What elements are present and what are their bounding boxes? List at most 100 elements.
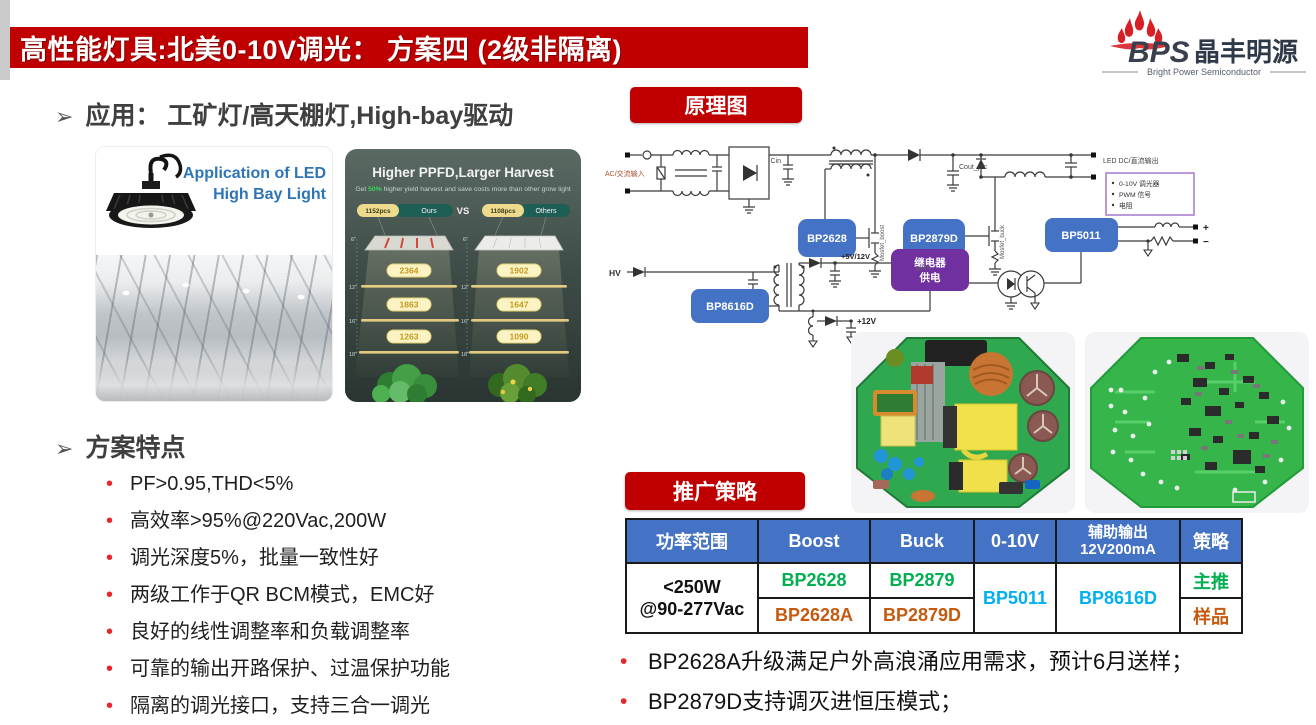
features-heading: ➢ 方案特点 [55,428,185,464]
svg-text:1647: 1647 [510,300,529,310]
grow-left-name: Ours [421,208,437,215]
highbay-lamp-panel: Application of LED High Bay Light [96,147,332,255]
label-mosfet-boost: Mosfet_boost [880,225,886,261]
application-heading-text: 应用： 工矿灯/高天棚灯,High-bay驱动 [85,102,514,130]
cell-aux-part: BP8616D [1055,562,1181,634]
cell-buck-main: BP2879 [869,562,975,599]
pcb-top-graphic [856,337,1070,508]
label-hv: HV [609,268,621,278]
arrow-bullet-icon: ➢ [55,436,74,461]
ic-bp8616d: BP8616D [706,301,754,313]
schematic-svg: BP2628 BP2879D BP5011 BP8616D 继电器 供电 0-1… [605,146,1209,348]
application-heading: ➢ 应用： 工矿灯/高天棚灯,High-bay驱动 [55,96,513,132]
grow-right-beam [469,249,569,377]
grow-left-pcs: 1152pcs [365,208,391,215]
grow-value-pills: 2364 1863 1263 1902 1647 1090 [386,263,542,344]
svg-text:6": 6" [463,237,468,243]
note-item: BP2628A升级满足户外高浪涌应用需求，预计6月送样； [612,642,1193,682]
arrow-bullet-icon: ➢ [55,104,74,129]
svg-text:16": 16" [349,319,357,325]
grow-title: Higher PPFD,Larger Harvest [372,165,554,180]
highbay-caption: Application of LED High Bay Light [183,163,326,205]
svg-text:1863: 1863 [400,300,419,310]
feature-item: PF>0.95,THD<5% [100,466,570,503]
feature-item: 高效率>95%@220Vac,200W [100,503,570,540]
grow-light-graphic: Higher PPFD,Larger Harvest Get 50% highe… [345,149,581,404]
promotion-notes: BP2628A升级满足户外高浪涌应用需求，预计6月送样； BP2879D支持调灭… [612,642,1193,722]
note-item: BP2879D支持调灭进恒压模式； [612,682,1193,722]
svg-text:1263: 1263 [400,332,419,342]
company-logo: BPS 晶丰明源 Bright Power Semiconductor [1098,6,1310,82]
highbay-image-card: Application of LED High Bay Light [95,146,333,402]
relay-label-2: 供电 [919,271,941,284]
relay-label-1: 继电器 [914,256,946,269]
logo-name-en: Bright Power Semiconductor [1147,67,1261,77]
grow-vs: VS [457,206,470,217]
note-item: 电阻 [1119,201,1133,210]
note-item: PWM 信号 [1119,190,1151,199]
schematic-diagram: BP2628 BP2879D BP5011 BP8616D 继电器 供电 0-1… [603,123,1310,348]
highbay-caption-line1: Application of LED [182,165,326,182]
svg-text:16": 16" [461,319,469,325]
grow-right-panel [474,235,564,251]
label-cout-pfc: Cout_pfc [959,164,988,171]
grow-right-pcs: 1108pcs [490,208,516,215]
grow-plants [372,364,547,404]
page-title: 高性能灯具:北美0-10V调光： 方案四 (2级非隔离) [20,35,623,65]
label-5v12v: +5V/12V [841,252,870,261]
svg-text:6": 6" [351,237,356,243]
flame-icon [1110,10,1170,50]
label-led-out: LED DC/直流输出 [1103,156,1159,165]
logo-abbr: BPS [1128,36,1190,69]
feature-item: 隔离的调光接口，支持三合一调光 [100,688,570,725]
label-pwm: pwm [916,265,931,272]
grow-right-name: Others [535,208,557,215]
label-minus: − [1203,237,1209,248]
cell-buck-sample: BP2879D [869,597,975,634]
label-mosfet-buck: Mosfet_buck [1000,224,1006,259]
cell-power-range: <250W@90-277Vac [625,562,759,634]
grow-light-comparison-card: Higher PPFD,Larger Harvest Get 50% highe… [345,149,581,404]
features-list: PF>0.95,THD<5% 高效率>95%@220Vac,200W 调光深度5… [100,466,570,725]
highbay-caption-line2: High Bay Light [213,186,326,203]
cell-strategy-sample: 样品 [1179,597,1243,634]
promotion-badge-label: 推广策略 [673,481,757,504]
col-dim: 0-10V [973,518,1057,564]
col-strategy: 策略 [1179,518,1243,564]
logo-graphic: BPS 晶丰明源 Bright Power Semiconductor [1102,10,1306,77]
cell-boost-main: BP2628 [757,562,871,599]
cell-dim-part: BP5011 [973,562,1057,634]
dimmer-note-box: 0-10V 调光器 PWM 信号 电阻 [1105,172,1195,216]
feature-item: 调光深度5%，批量一致性好 [100,540,570,577]
feature-item: 良好的线性调整率和负载调整率 [100,614,570,651]
note-item: 0-10V 调光器 [1119,179,1160,188]
grow-left-beam [355,249,459,377]
pcb-photo-bottom [1085,332,1309,513]
ic-bp2628: BP2628 [807,233,847,245]
table-row-sample: BP2628A BP2879D 样品 [626,597,1243,634]
pcb-bottom-graphic [1090,337,1304,508]
col-power: 功率范围 [625,518,759,564]
svg-text:18": 18" [461,352,469,358]
schematic-badge: 原理图 [630,87,802,123]
label-12v: +12V [857,317,877,326]
col-boost: Boost [757,518,871,564]
label-plus: + [1203,223,1209,234]
grow-left-panel [364,235,454,251]
ic-bp5011: BP5011 [1061,230,1100,242]
cell-boost-sample: BP2628A [757,597,871,634]
svg-text:1090: 1090 [510,332,529,342]
feature-item: 两级工作于QR BCM模式，EMC好 [100,577,570,614]
svg-text:12": 12" [461,285,469,291]
ic-boxes: BP2628 BP2879D BP5011 BP8616D 继电器 供电 [691,218,1118,323]
schematic-labels: AC/交流输入 Cin Cout_pfc Mosfet_boost Mosfet… [605,156,1209,326]
label-ac-input: AC/交流输入 [605,169,645,178]
label-cin: Cin [770,158,781,165]
features-heading-text: 方案特点 [85,434,186,462]
logo-name-cn: 晶丰明源 [1194,37,1298,67]
col-buck: Buck [869,518,975,564]
pcb-photo-top [851,332,1075,513]
